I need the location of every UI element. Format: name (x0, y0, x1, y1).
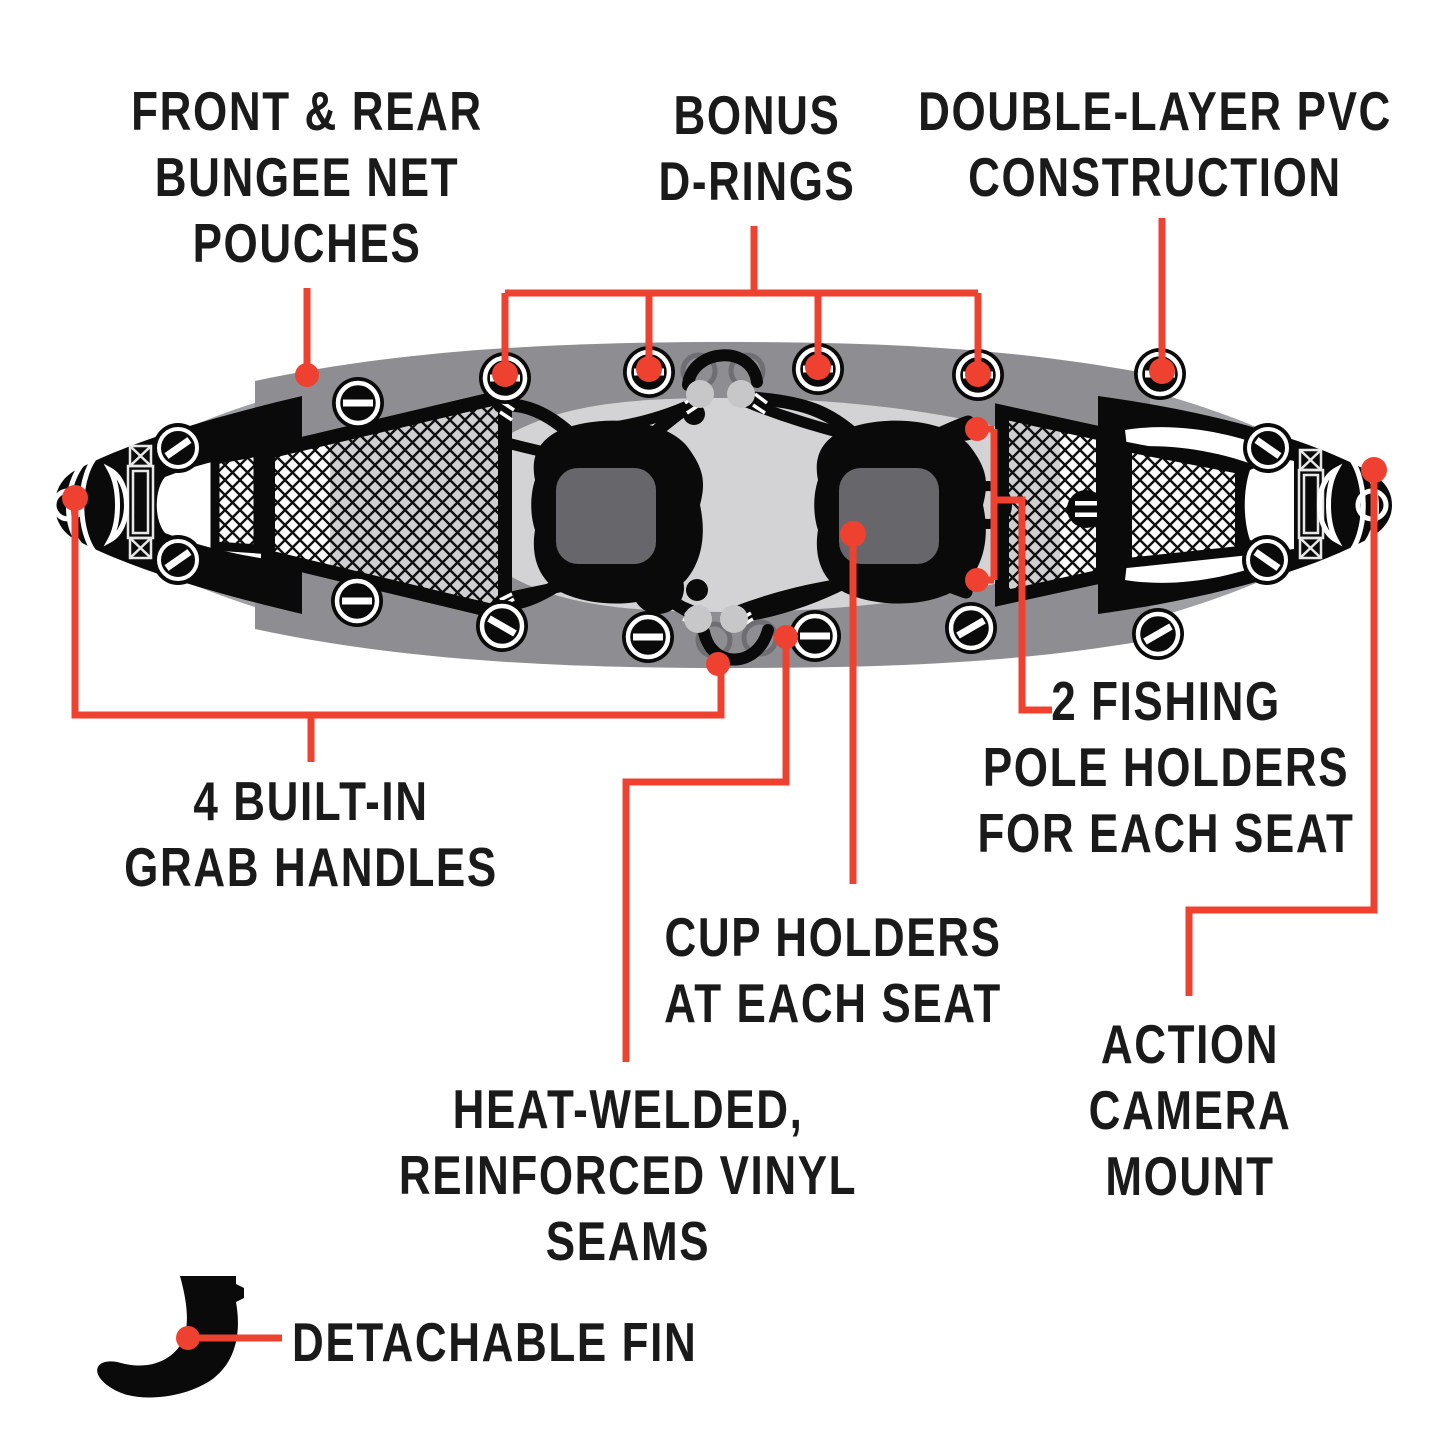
dot-pvc (1149, 358, 1175, 384)
d-ring (945, 602, 997, 654)
line-grab-handles (71, 500, 725, 762)
label-cup-holders: CUP HOLDERS AT EACH SEAT (664, 906, 1002, 1034)
d-ring (332, 377, 384, 429)
dot-dring-2 (636, 356, 662, 382)
callout-dots (62, 354, 1387, 1350)
label-pvc-construction: DOUBLE-LAYER PVC CONSTRUCTION (918, 80, 1392, 208)
d-ring (622, 611, 674, 663)
dot-dring-3 (805, 354, 831, 380)
dot-seams (774, 625, 798, 649)
label-bonus-drings: BONUS D-RINGS (658, 84, 856, 212)
stern-opening (1244, 460, 1294, 550)
dot-action-camera (1361, 457, 1387, 483)
dot-bottom-handle (706, 652, 730, 676)
d-rings (331, 343, 1186, 663)
label-detachable-fin: DETACHABLE FIN (292, 1311, 698, 1373)
dot-bow-handle (62, 485, 88, 511)
dot-bungee-pouches (295, 363, 319, 387)
d-ring (331, 575, 383, 627)
dot-pole-holder-bottom (965, 568, 989, 592)
line-seams (622, 638, 790, 1062)
bow-handle-strap (126, 444, 155, 560)
d-ring (476, 600, 528, 652)
line-bonus-drings (501, 226, 982, 374)
dot-dring-4 (965, 361, 991, 387)
dot-cup-holder (840, 521, 866, 547)
detachable-fin-icon (97, 1276, 244, 1398)
dot-fin (176, 1326, 200, 1350)
bow-bungee-mesh-pouch (261, 387, 512, 623)
bow-d-rings (153, 423, 203, 585)
d-ring (1132, 608, 1184, 660)
label-bungee-pouches: FRONT & REAR BUNGEE NET POUCHES (131, 80, 483, 274)
label-fishing-pole-holders: 2 FISHING POLE HOLDERS FOR EACH SEAT (977, 670, 1355, 864)
stern-d-rings (1242, 423, 1293, 585)
fishing-pole-mount (1067, 490, 1105, 528)
line-action-camera (1185, 472, 1378, 996)
dot-pole-holder-top (965, 417, 989, 441)
kayak-illustration (51, 342, 1392, 668)
dot-dring-1 (492, 361, 518, 387)
label-action-camera: ACTION CAMERA MOUNT (1088, 1013, 1292, 1207)
bow-small-mesh (210, 446, 263, 554)
label-grab-handles: 4 BUILT-IN GRAB HANDLES (124, 770, 498, 898)
deck-fitting (686, 579, 708, 601)
top-grab-handle (682, 349, 763, 391)
bottom-grab-handle (698, 624, 774, 666)
label-vinyl-seams: HEAT-WELDED, REINFORCED VINYL SEAMS (398, 1078, 858, 1272)
stern-mesh (1122, 440, 1245, 569)
stern-section (1098, 396, 1392, 614)
stern-bungee-mesh-pouch (995, 403, 1110, 607)
bow-section (51, 396, 302, 614)
